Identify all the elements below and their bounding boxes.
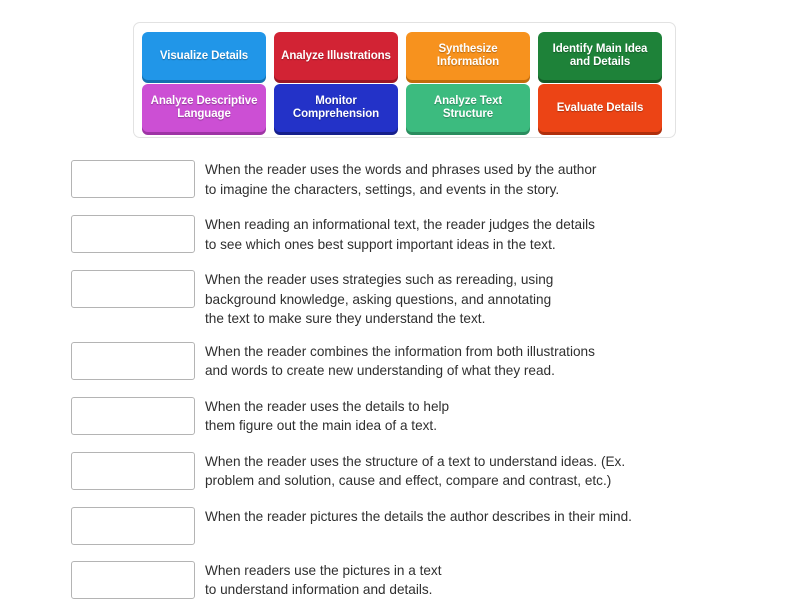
definition-text: When readers use the pictures in a text …	[205, 562, 442, 598]
definition-row: When readers use the pictures in a text …	[71, 560, 771, 600]
tile-label: Identify Main Idea and Details	[552, 43, 648, 68]
dropzone-4[interactable]	[71, 341, 195, 380]
dropzone-6[interactable]	[71, 451, 195, 490]
tile-monitor-comprehension[interactable]: Monitor Comprehension	[274, 84, 398, 132]
dropzone-7[interactable]	[71, 506, 195, 545]
dropzone-2[interactable]	[71, 215, 195, 253]
definition-row-list: When the reader uses the words and phras…	[71, 159, 771, 600]
tile-visualize-details[interactable]: Visualize Details	[142, 32, 266, 80]
definition-text: When the reader uses the structure of a …	[205, 453, 626, 489]
dropzone-3[interactable]	[71, 270, 195, 308]
definition-row: When the reader uses the structure of a …	[71, 451, 771, 491]
dropzone-1[interactable]	[71, 160, 195, 198]
tile-row-2: Analyze Descriptive Language Monitor Com…	[142, 84, 667, 132]
definition-text: When the reader uses the details to help…	[205, 398, 450, 434]
tile-evaluate-details[interactable]: Evaluate Details	[538, 84, 662, 132]
dropzone-8[interactable]	[71, 560, 195, 599]
tile-label: Analyze Illustrations	[281, 49, 391, 62]
tile-synthesize-information[interactable]: Synthesize Information	[406, 32, 530, 80]
definition-text: When reading an informational text, the …	[205, 217, 595, 252]
definition-text: When the reader uses strategies such as …	[205, 272, 554, 326]
tile-label: Synthesize Information	[436, 43, 500, 68]
tile-identify-main-idea-and-details[interactable]: Identify Main Idea and Details	[538, 32, 662, 80]
definition-text: When the reader uses the words and phras…	[205, 162, 597, 197]
definition-row: When the reader pictures the details the…	[71, 506, 771, 545]
definition-text: When the reader combines the information…	[205, 343, 595, 379]
tile-label: Visualize Details	[159, 49, 249, 62]
tile-label: Monitor Comprehension	[292, 95, 380, 120]
tile-tray: Visualize Details Analyze Illustrations …	[133, 22, 676, 138]
tile-analyze-illustrations[interactable]: Analyze Illustrations	[274, 32, 398, 80]
definition-row: When the reader uses the words and phras…	[71, 159, 771, 199]
tile-row-1: Visualize Details Analyze Illustrations …	[142, 32, 667, 80]
definition-row: When the reader uses strategies such as …	[71, 269, 771, 329]
tile-analyze-descriptive-language[interactable]: Analyze Descriptive Language	[142, 84, 266, 132]
dropzone-5[interactable]	[71, 396, 195, 435]
tile-label: Analyze Descriptive Language	[150, 95, 258, 120]
tile-analyze-text-structure[interactable]: Analyze Text Structure	[406, 84, 530, 132]
definition-row: When the reader combines the information…	[71, 341, 771, 381]
tile-label: Evaluate Details	[556, 101, 644, 114]
tile-label: Analyze Text Structure	[433, 95, 503, 120]
definition-row: When reading an informational text, the …	[71, 214, 771, 254]
definition-text: When the reader pictures the details the…	[205, 508, 632, 524]
definition-row: When the reader uses the details to help…	[71, 396, 771, 436]
